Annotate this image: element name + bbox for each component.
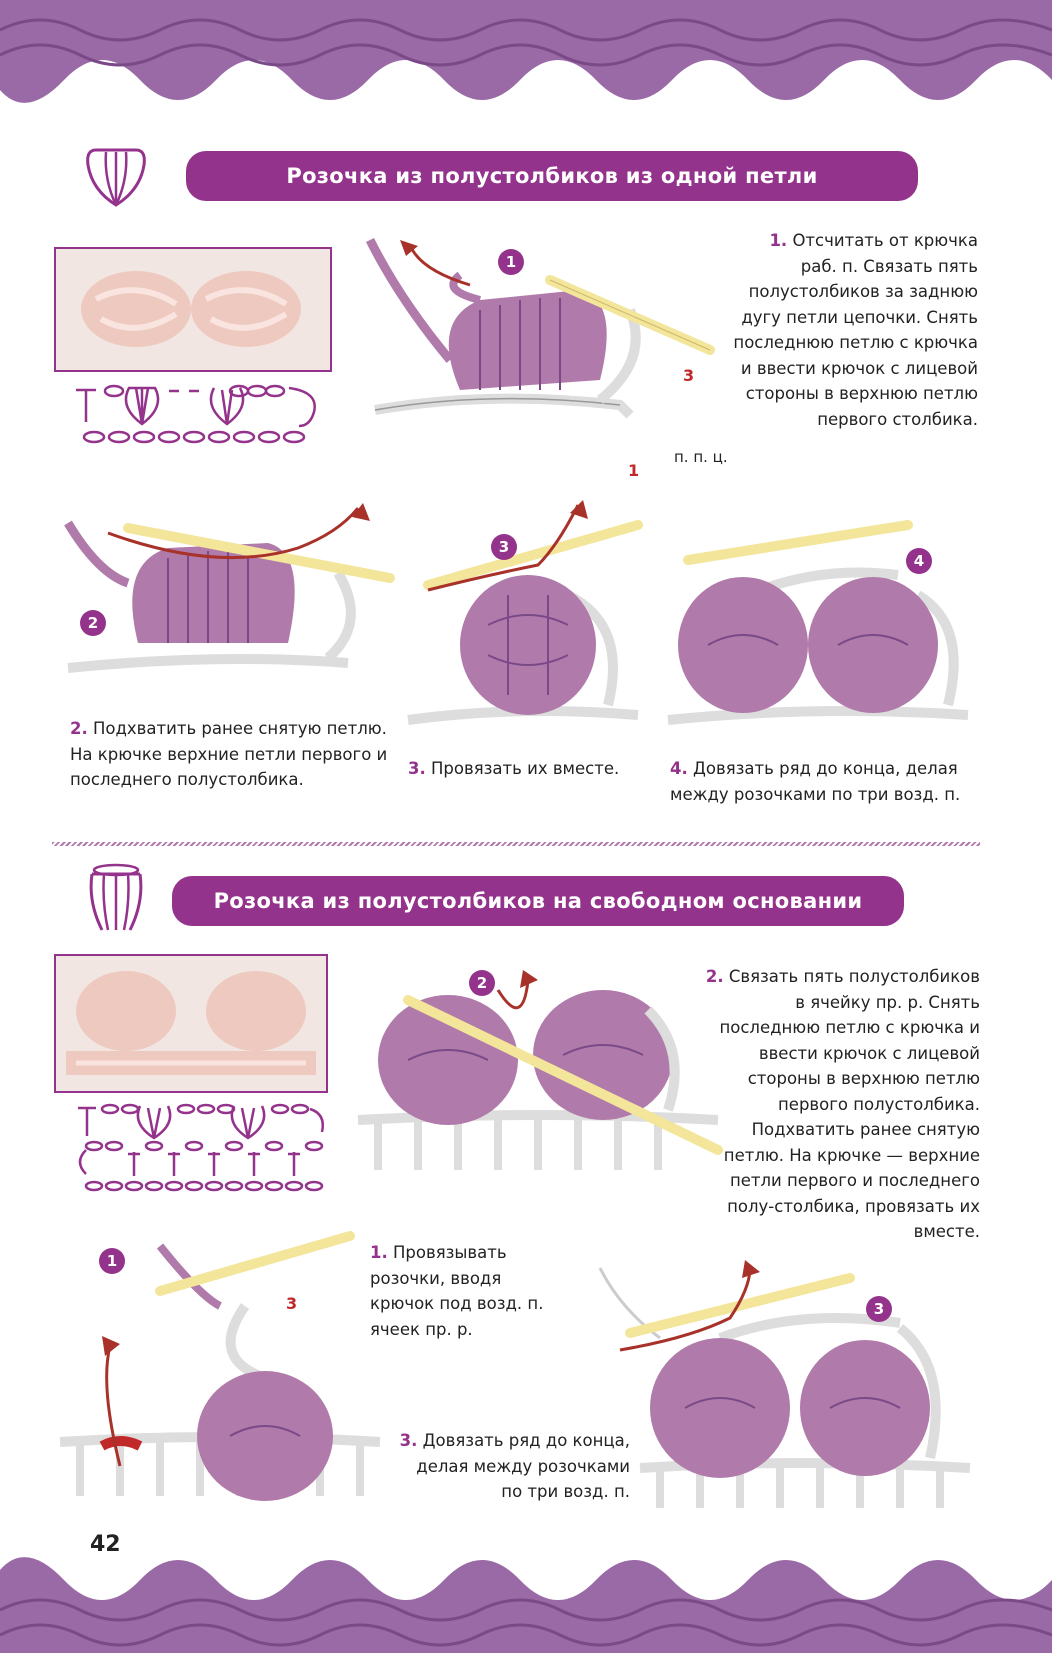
step-description: Довязать ряд до конца, делая между розоч… (416, 1431, 630, 1501)
half-double-crochet-cluster-icon (86, 148, 146, 207)
illustration-badge-1: 1 (498, 249, 524, 275)
illustration-badge-3: 3 (491, 534, 517, 560)
section-1-step-2-text: 2. Подхватить ранее снятую петлю. На крю… (70, 716, 400, 793)
section-1-step-4-illustration (667, 520, 969, 725)
step-description: Подхватить ранее снятую петлю. На крючке… (70, 719, 388, 789)
section-2-sample-photo (54, 954, 328, 1093)
step-number: 1. (370, 1243, 388, 1262)
marker-1-label: 1 (628, 461, 640, 480)
illustration-badge-4: 4 (906, 548, 932, 574)
step-number: 3. (399, 1431, 418, 1450)
section-2-title: Розочка из полустолбиков на свободном ос… (172, 876, 904, 926)
step-description: Провязать их вместе. (431, 759, 620, 778)
illustration-badge-3b: 3 (866, 1296, 892, 1322)
illustration-badge-2b: 2 (469, 970, 495, 996)
section-2-step-3-illustration (598, 1260, 971, 1508)
section-2-step-2-illustration (357, 970, 723, 1170)
section-2-step-1-illustration (59, 1231, 381, 1501)
page-number: 42 (90, 1532, 121, 1557)
step-description: Отсчитать от крючка раб. п. Связать пять… (733, 231, 978, 429)
bottom-wave-decoration (0, 1557, 1052, 1653)
section-1-step-4-text: 4. Довязать ряд до конца, делая между ро… (670, 756, 980, 807)
top-wave-decoration (0, 0, 1052, 103)
step-number: 2. (705, 967, 724, 986)
step-number: 4. (670, 759, 688, 778)
illustration-badge-1b: 1 (99, 1248, 125, 1274)
step-number: 2. (70, 719, 88, 738)
step-description: Довязать ряд до конца, делая между розоч… (670, 759, 961, 804)
section-1-step-1-illustration (365, 237, 715, 419)
section-2-step-3-text: 3. Довязать ряд до конца, делая между ро… (398, 1428, 630, 1505)
step-description: Провязывать розочки, вводя крючок под во… (370, 1243, 544, 1339)
section-1-crochet-chart (76, 384, 316, 444)
section-1-title: Розочка из полустолбиков из одной петли (186, 151, 918, 201)
section-2-step-2-text: 2. Связать пять полустолбиков в ячейку п… (700, 964, 980, 1245)
marker-3b-label: 3 (286, 1294, 298, 1313)
half-double-crochet-cluster-base-icon (89, 863, 143, 931)
step-description: Связать пять полустолбиков в ячейку пр. … (719, 967, 980, 1241)
section-1-step-3-illustration (407, 500, 643, 725)
step-number: 1. (769, 231, 788, 250)
section-2-step-1-text: 1. Провязывать розочки, вводя крючок под… (370, 1240, 560, 1342)
section-1-step-2-illustration (64, 503, 395, 673)
section-2-crochet-chart (78, 1103, 324, 1192)
section-1-step-1-text: 1. Отсчитать от крючка раб. п. Связать п… (730, 228, 978, 432)
ppc-label: п. п. ц. (674, 448, 728, 466)
section-1-step-3-text: 3. Провязать их вместе. (408, 756, 648, 782)
section-1-sample-photo (54, 247, 332, 372)
marker-3-label: 3 (683, 366, 695, 385)
section-divider (52, 842, 980, 846)
step-number: 3. (408, 759, 426, 778)
illustration-badge-2: 2 (80, 610, 106, 636)
